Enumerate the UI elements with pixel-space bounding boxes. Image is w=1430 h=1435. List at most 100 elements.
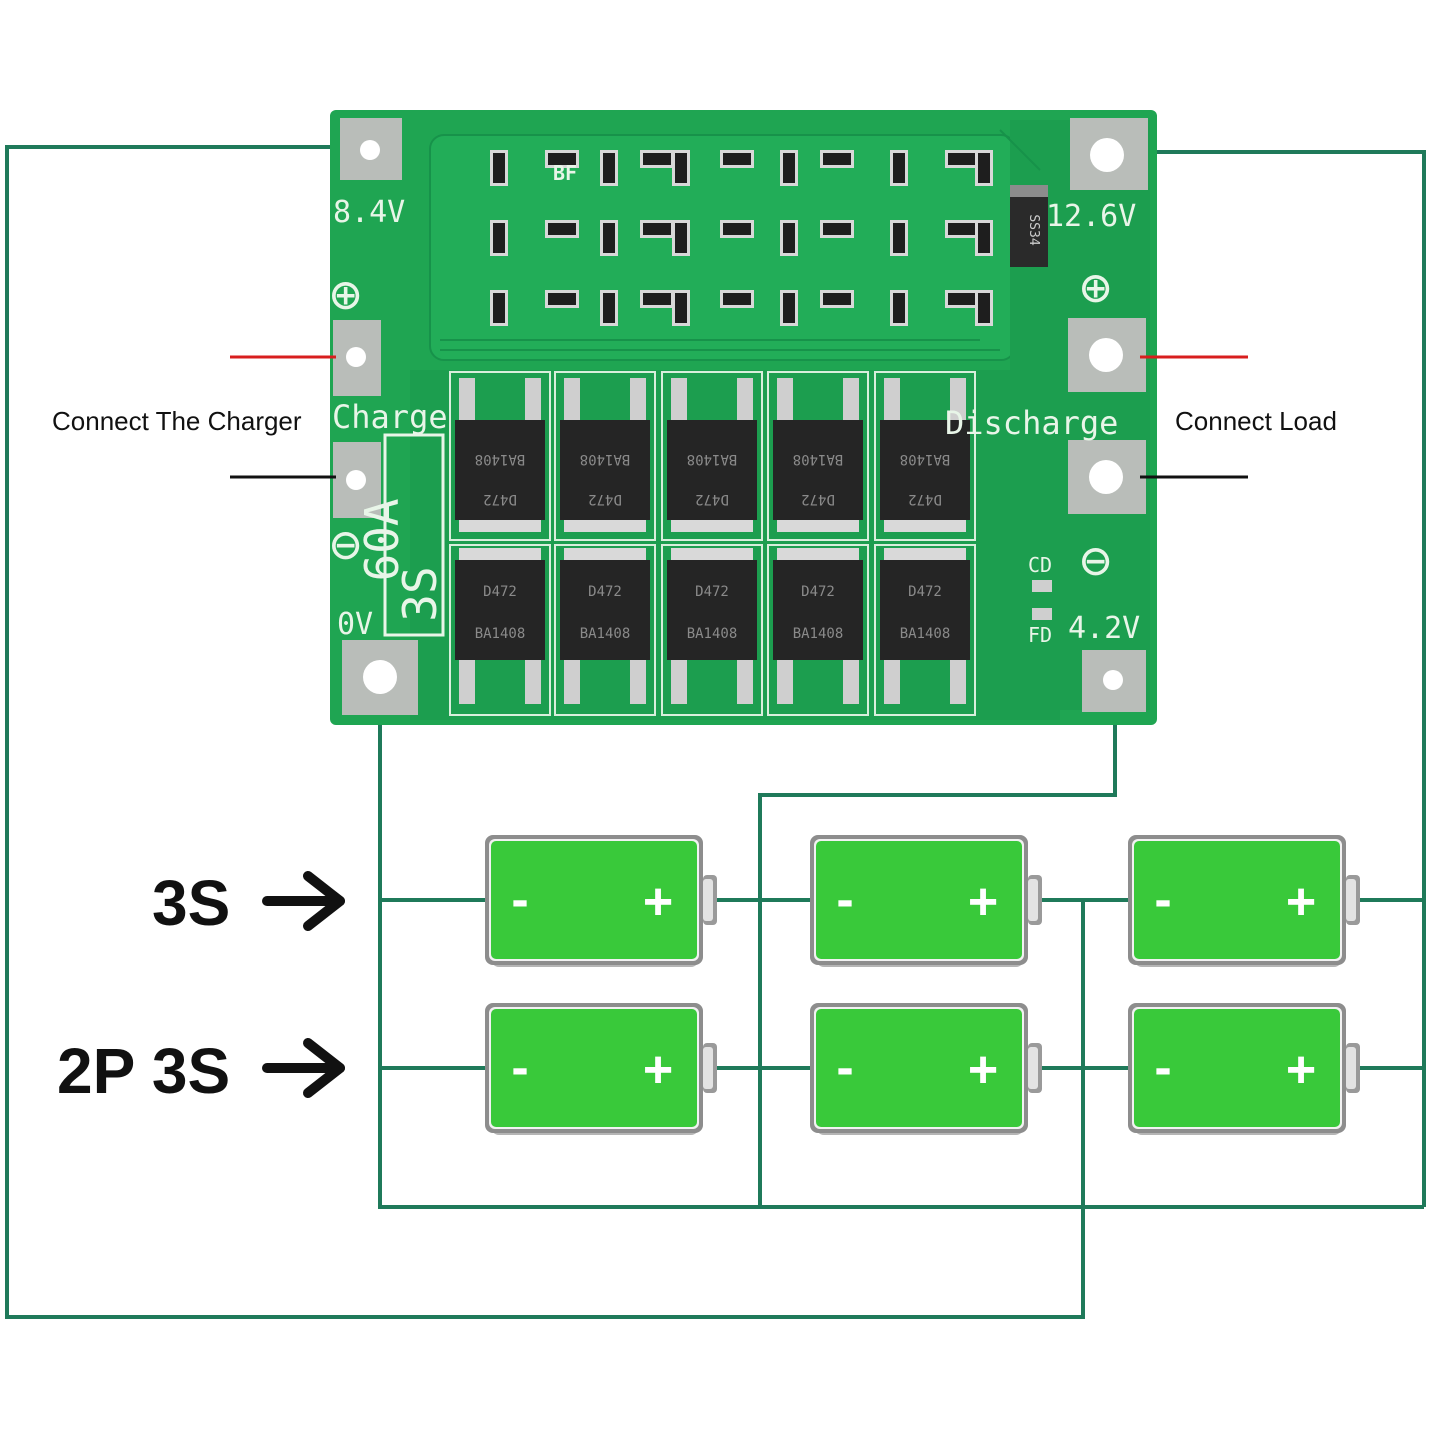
smd-component <box>600 150 618 186</box>
smd-component <box>890 150 908 186</box>
smd-component <box>975 150 993 186</box>
mosfet-code-text: BA1408 <box>793 451 844 467</box>
wire-4-2v <box>758 680 1117 1207</box>
mosfet-part-text: D472 <box>588 584 622 600</box>
connect-charger-label: Connect The Charger <box>52 406 302 436</box>
mosfet-part-text: D472 <box>908 491 942 507</box>
smd-component <box>720 290 754 308</box>
mosfet-part-text: D472 <box>695 491 729 507</box>
smd-component <box>890 220 908 256</box>
smd-component <box>545 150 579 168</box>
battery-plus-sign: + <box>643 1041 673 1099</box>
mosfet-code-text: BA1408 <box>687 626 738 642</box>
connector-leads <box>230 355 1248 479</box>
mosfet-part-text: D472 <box>908 584 942 600</box>
diode-code-label: SS34 <box>1026 214 1041 245</box>
smd-component <box>640 220 674 238</box>
wires <box>5 145 1426 1319</box>
wire-0v <box>378 675 1424 1209</box>
battery-minus-sign: - <box>1154 871 1171 929</box>
label-fd: FD <box>1028 623 1052 647</box>
wire-12-6v <box>1108 150 1426 1207</box>
mosfet-part-text: D472 <box>588 491 622 507</box>
smd-component <box>672 290 690 326</box>
arrow-3s-icon <box>262 871 345 931</box>
mosfet-part-text: D472 <box>695 584 729 600</box>
smd-component <box>490 150 508 186</box>
smd-component <box>545 290 579 308</box>
mosfet-part-text: D472 <box>801 491 835 507</box>
mosfet-code-text: BA1408 <box>580 451 631 467</box>
battery-plus-sign: + <box>643 873 673 931</box>
smd-component <box>600 220 618 256</box>
diode-ss34 <box>1010 185 1048 267</box>
smd-component <box>780 290 798 326</box>
arrow-2p3s-icon <box>262 1038 345 1098</box>
smd-component <box>820 290 854 308</box>
smd-component <box>945 290 979 308</box>
smd-component <box>640 150 674 168</box>
parallel-series-label: 2P 3S <box>57 1035 231 1107</box>
label-4-2v: 4.2V <box>1068 611 1140 646</box>
mosfet-code-text: BA1408 <box>580 626 631 642</box>
smd-component <box>545 220 579 238</box>
smd-component <box>490 290 508 326</box>
battery-cell: -+ <box>485 1003 717 1135</box>
label-charge: Charge <box>332 398 448 436</box>
battery-cell: -+ <box>810 835 1042 967</box>
mosfet-code-text: BA1408 <box>900 626 951 642</box>
battery-minus-sign: - <box>836 871 853 929</box>
wire-8-4v <box>5 145 1085 1319</box>
smd-component <box>890 290 908 326</box>
smd-component <box>672 150 690 186</box>
battery-cell: -+ <box>1128 1003 1360 1135</box>
mosfet-code-text: BA1408 <box>793 626 844 642</box>
bms-board: SS34 BA1408D472D472BA1408BA1408D472D472B… <box>330 110 1157 725</box>
battery-plus-sign: + <box>1286 873 1316 931</box>
mosfet-part-text: D472 <box>483 584 517 600</box>
mosfet-code-text: BA1408 <box>475 451 526 467</box>
smd-component <box>640 290 674 308</box>
smd-component <box>945 150 979 168</box>
mosfet-code-text: BA1408 <box>687 451 738 467</box>
plus-symbol-left: ⊕ <box>330 265 361 325</box>
smd-component <box>672 220 690 256</box>
minus-symbol-left: ⊖ <box>330 515 361 575</box>
smd-component <box>780 220 798 256</box>
connect-load-label: Connect Load <box>1175 406 1337 436</box>
battery-plus-sign: + <box>1286 1041 1316 1099</box>
smd-component <box>975 220 993 256</box>
smd-component <box>780 150 798 186</box>
mosfet-array: BA1408D472D472BA1408BA1408D472D472BA1408… <box>449 371 976 716</box>
label-cd: CD <box>1028 553 1052 577</box>
battery-minus-sign: - <box>511 871 528 929</box>
battery-plus-sign: + <box>968 873 998 931</box>
smd-component <box>820 220 854 238</box>
label-3s: 3S <box>393 566 447 621</box>
label-60a: 60A <box>355 498 409 581</box>
label-8-4v: 8.4V <box>333 195 405 230</box>
battery-plus-sign: + <box>968 1041 998 1099</box>
mosfet-code-text: BA1408 <box>475 626 526 642</box>
battery-minus-sign: - <box>511 1039 528 1097</box>
label-discharge: Discharge <box>945 404 1118 442</box>
smd-component <box>945 220 979 238</box>
battery-cell: -+ <box>485 835 717 967</box>
battery-cell: -+ <box>1128 835 1360 967</box>
smd-components <box>490 150 993 326</box>
smd-component <box>820 150 854 168</box>
battery-cell: -+ <box>810 1003 1042 1135</box>
battery-minus-sign: - <box>1154 1039 1171 1097</box>
smd-component <box>720 150 754 168</box>
series-3s-label: 3S <box>152 867 231 939</box>
label-bf: BF <box>553 161 577 185</box>
